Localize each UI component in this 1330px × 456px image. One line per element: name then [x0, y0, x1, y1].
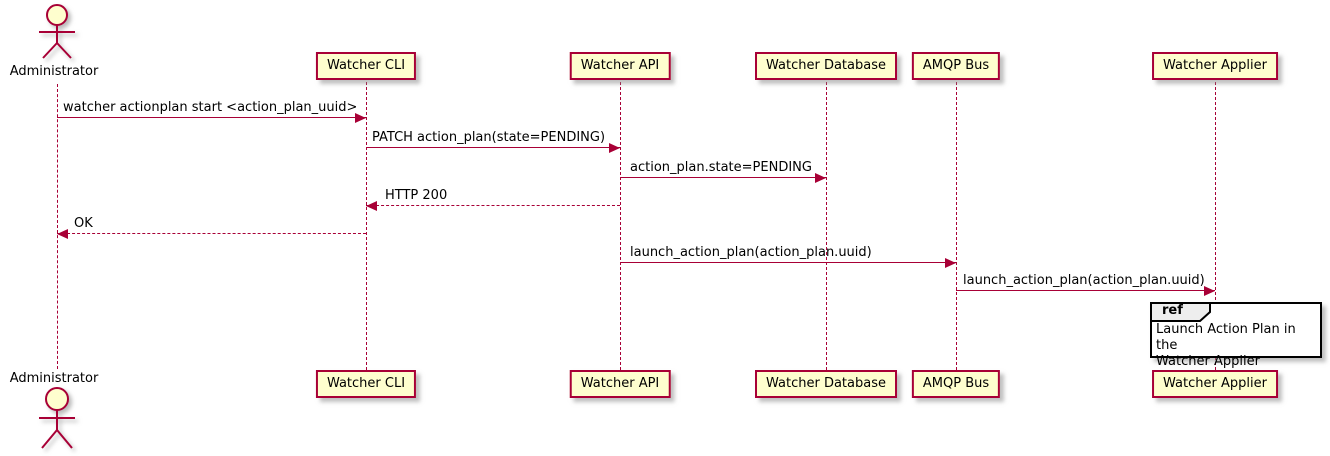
message-7: launch_action_plan(action_plan.uuid): [956, 273, 1215, 296]
message-4-arrowhead-icon: [366, 201, 377, 211]
actor-label-bottom: Administrator: [9, 371, 99, 386]
message-6-label: launch_action_plan(action_plan.uuid): [630, 245, 872, 260]
message-6-arrowhead-icon: [945, 258, 956, 268]
message-2: PATCH action_plan(state=PENDING): [366, 130, 620, 153]
message-4: HTTP 200: [366, 188, 620, 211]
message-2-line: [366, 147, 620, 148]
ref-text-line-2: Watcher Applier: [1156, 354, 1260, 369]
participant-watcher-database-bottom: Watcher Database: [755, 370, 897, 398]
message-5-line: [57, 233, 366, 234]
message-4-label: HTTP 200: [385, 188, 448, 203]
participant-watcher-applier-bottom: Watcher Applier: [1152, 370, 1278, 398]
message-2-arrowhead-icon: [609, 143, 620, 153]
message-3-line: [620, 177, 826, 178]
participant-watcher-cli-bottom: Watcher CLI: [315, 370, 417, 398]
lifeline-watcher-cli: [366, 82, 367, 370]
participant-watcher-cli-top: Watcher CLI: [315, 52, 417, 80]
message-5: OK: [57, 216, 366, 239]
actor-figure-bottom-icon: [34, 386, 80, 456]
actor-figure-icon: [34, 3, 80, 65]
message-2-label: PATCH action_plan(state=PENDING): [372, 130, 606, 145]
ref-keyword: ref: [1162, 303, 1183, 318]
message-7-arrowhead-icon: [1204, 286, 1215, 296]
message-3: action_plan.state=PENDING: [620, 160, 826, 183]
message-6-line: [620, 262, 956, 263]
actor-label-top: Administrator: [9, 64, 99, 79]
participant-watcher-api-top: Watcher API: [569, 52, 671, 80]
participant-watcher-applier-top: Watcher Applier: [1152, 52, 1278, 80]
lifeline-administrator: [57, 84, 58, 369]
message-5-label: OK: [74, 216, 93, 231]
participant-watcher-api-bottom: Watcher API: [569, 370, 671, 398]
message-1-line: [57, 117, 366, 118]
message-7-label: launch_action_plan(action_plan.uuid): [963, 273, 1205, 288]
ref-text-line-1: Launch Action Plan in the: [1156, 322, 1296, 353]
message-3-arrowhead-icon: [815, 173, 826, 183]
message-6: launch_action_plan(action_plan.uuid): [620, 245, 956, 268]
lifeline-watcher-applier: [1215, 82, 1216, 370]
lifeline-amqp-bus: [956, 82, 957, 370]
message-4-line: [366, 205, 620, 206]
message-1-arrowhead-icon: [355, 113, 366, 123]
message-1: watcher actionplan start <action_plan_uu…: [57, 100, 366, 123]
participant-watcher-database-top: Watcher Database: [755, 52, 897, 80]
message-5-arrowhead-icon: [57, 229, 68, 239]
ref-text: Launch Action Plan in the Watcher Applie…: [1156, 322, 1318, 370]
lifeline-watcher-database: [826, 82, 827, 370]
ref-fragment: ref Launch Action Plan in the Watcher Ap…: [1150, 302, 1322, 369]
ref-tab: ref: [1150, 302, 1212, 326]
participant-amqp-bus-bottom: AMQP Bus: [911, 370, 1001, 398]
lifeline-watcher-api: [620, 82, 621, 370]
message-3-label: action_plan.state=PENDING: [630, 160, 812, 175]
participant-amqp-bus-top: AMQP Bus: [911, 52, 1001, 80]
message-7-line: [956, 290, 1215, 291]
message-1-label: watcher actionplan start <action_plan_uu…: [63, 100, 358, 115]
